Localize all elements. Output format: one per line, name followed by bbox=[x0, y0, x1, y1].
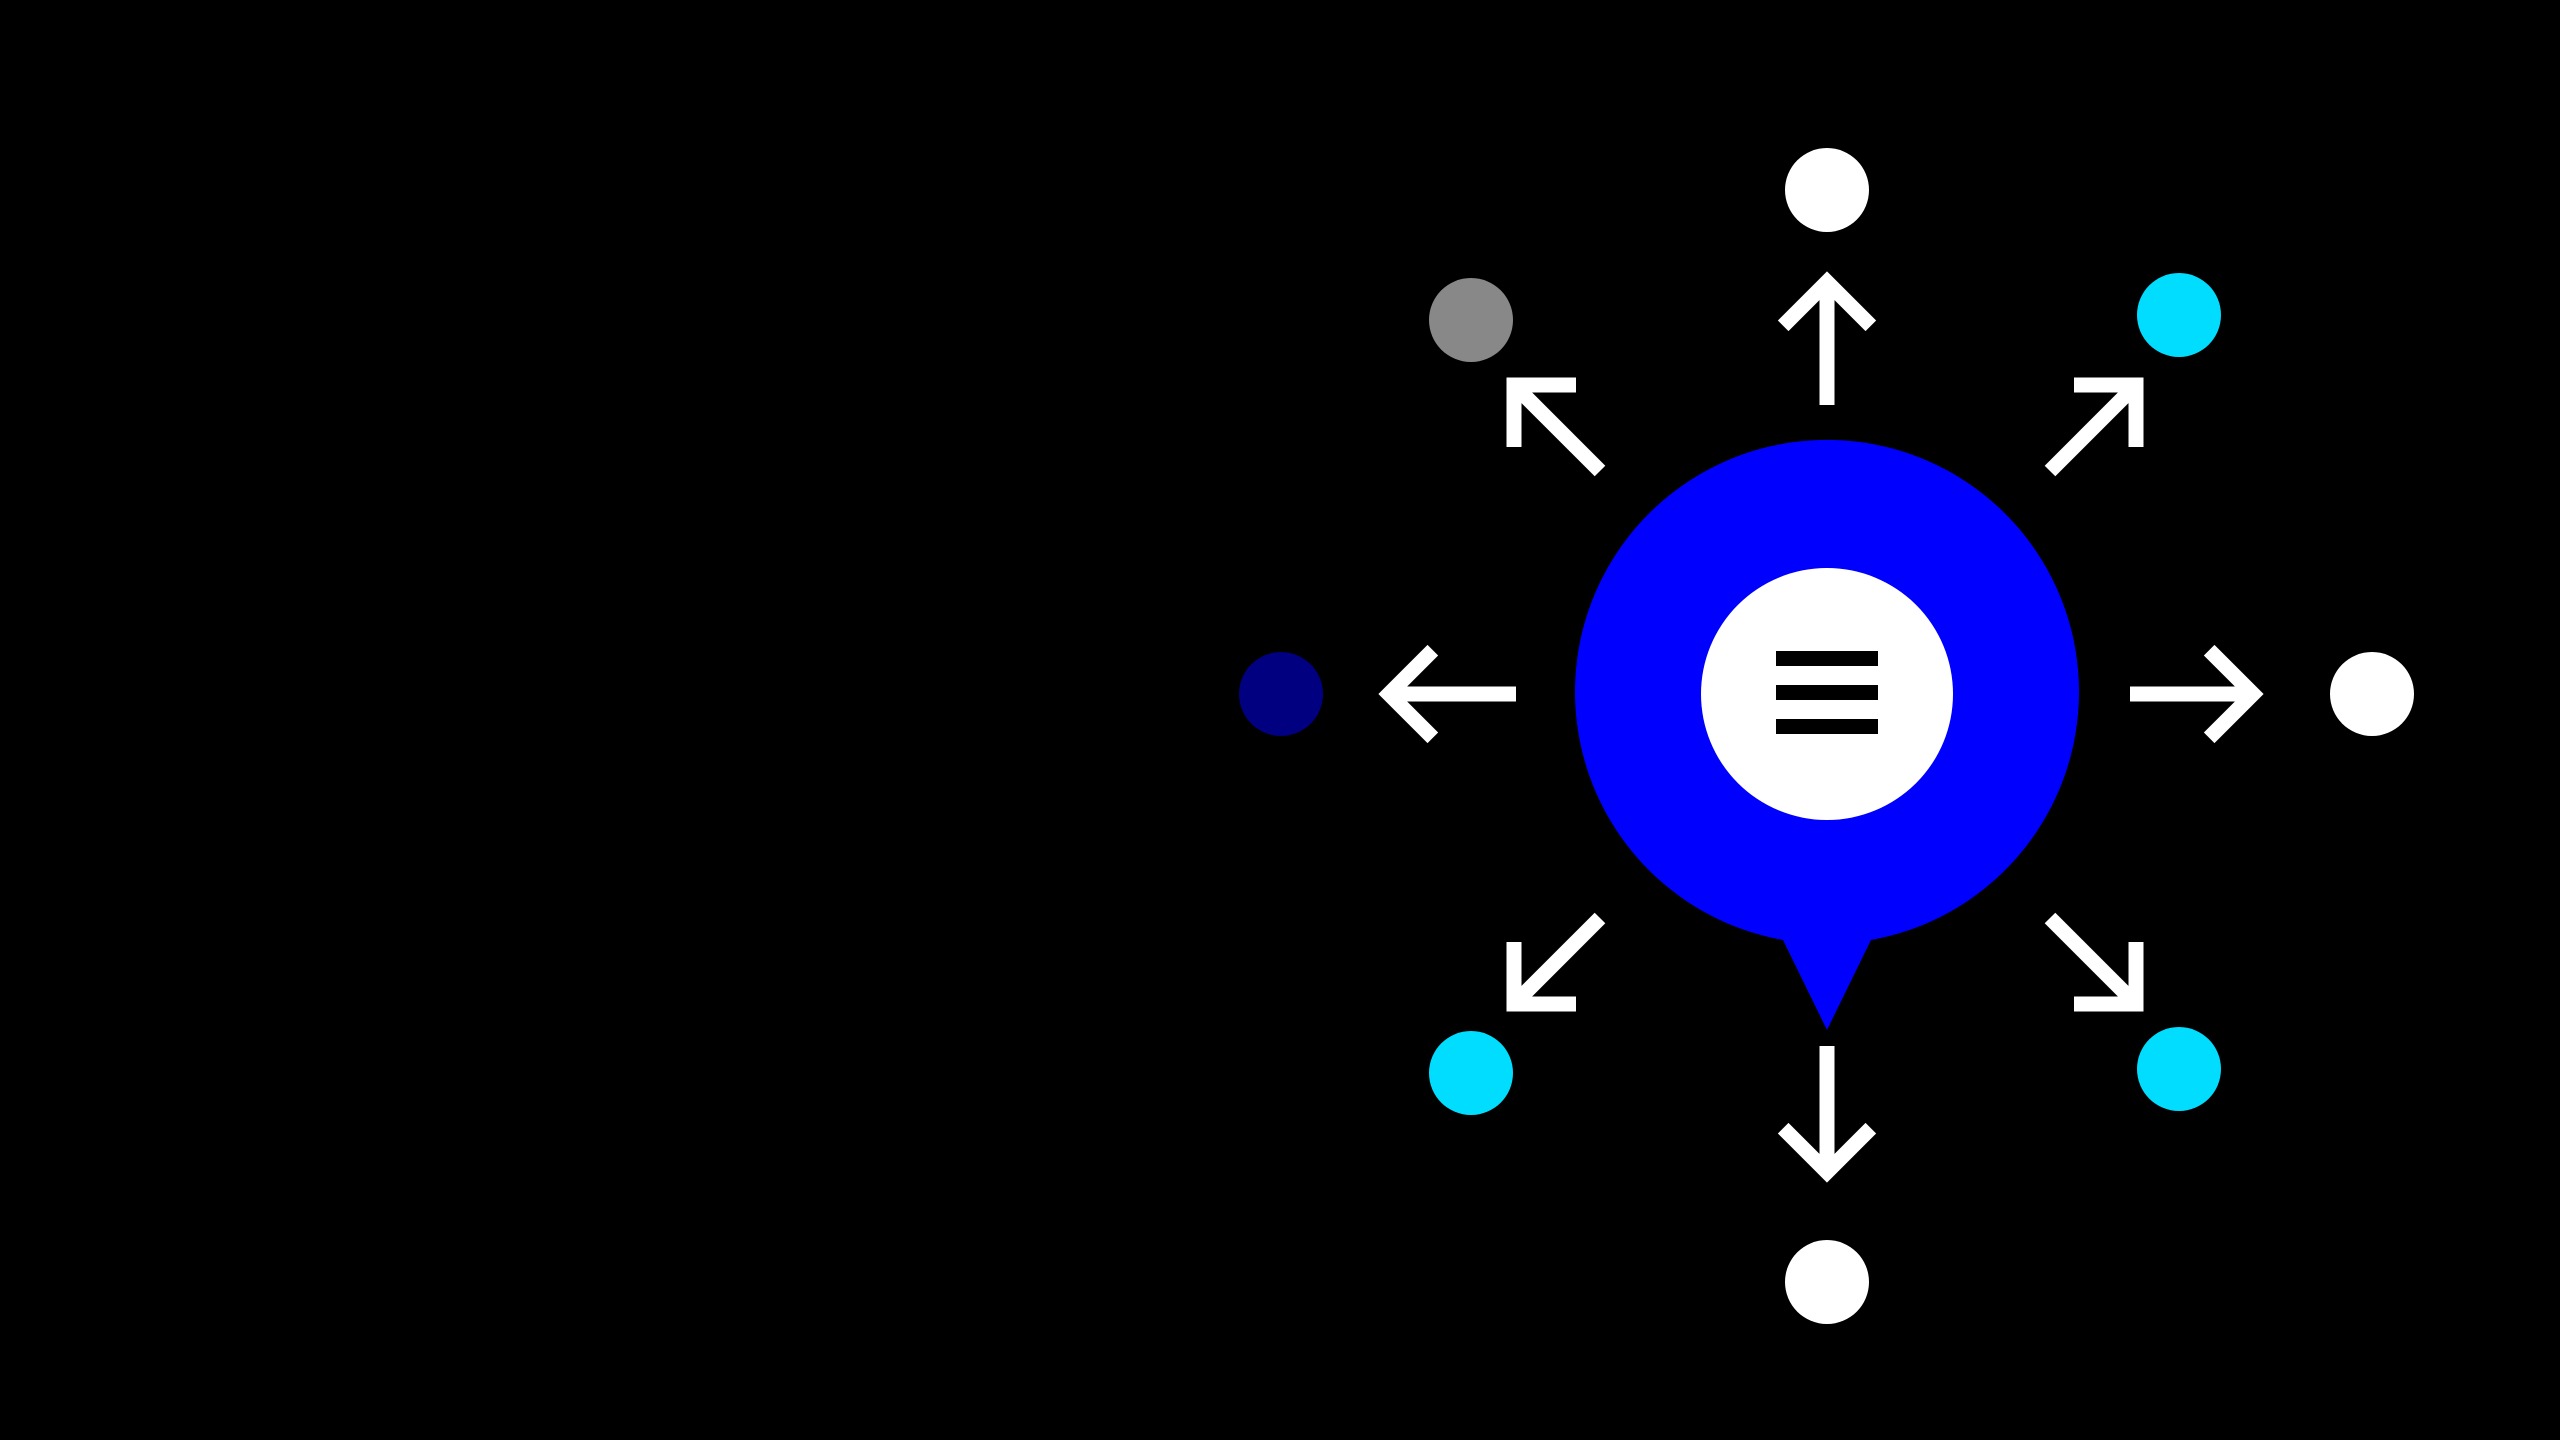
option-dot-sw[interactable] bbox=[1429, 1031, 1513, 1115]
arrow-head bbox=[1506, 942, 1576, 1012]
option-dot-n[interactable] bbox=[1785, 148, 1869, 232]
arrow-down-right-icon bbox=[2044, 912, 2144, 1012]
arrow-shaft bbox=[1508, 379, 1606, 477]
arrow-head bbox=[2203, 644, 2264, 744]
arrow-head bbox=[1378, 644, 1439, 744]
arrow-head bbox=[2074, 942, 2144, 1012]
arrow-down-left-icon bbox=[1506, 912, 1606, 1012]
arrow-head bbox=[1506, 377, 1576, 447]
option-dot-e[interactable] bbox=[2330, 652, 2414, 736]
arrow-down-icon bbox=[1777, 1046, 1877, 1183]
center-bubble-group[interactable] bbox=[1574, 439, 2079, 1030]
option-dot-w[interactable] bbox=[1239, 652, 1323, 736]
arrow-left-icon bbox=[1378, 644, 1516, 744]
menu-bar-top bbox=[1776, 651, 1878, 666]
option-dot-s[interactable] bbox=[1785, 1240, 1869, 1324]
arrow-right-icon bbox=[2130, 644, 2264, 744]
menu-bar-bottom bbox=[1776, 719, 1878, 734]
arrow-up-left-icon bbox=[1506, 377, 1606, 477]
menu-bar-middle bbox=[1776, 685, 1878, 700]
option-dots-group bbox=[1239, 148, 2414, 1324]
arrow-shaft bbox=[2044, 379, 2142, 477]
hamburger-menu-icon[interactable] bbox=[1776, 651, 1878, 734]
arrow-head bbox=[2074, 377, 2144, 447]
arrow-up-right-icon bbox=[2044, 377, 2144, 477]
option-dot-ne[interactable] bbox=[2137, 273, 2221, 357]
option-dot-se[interactable] bbox=[2137, 1027, 2221, 1111]
arrow-head bbox=[1777, 271, 1877, 332]
arrow-up-icon bbox=[1777, 271, 1877, 405]
arrows-group bbox=[1378, 271, 2264, 1183]
arrow-head bbox=[1777, 1122, 1877, 1183]
arrow-shaft bbox=[2044, 912, 2142, 1010]
option-dot-nw[interactable] bbox=[1429, 278, 1513, 362]
arrow-shaft bbox=[1508, 912, 1606, 1010]
